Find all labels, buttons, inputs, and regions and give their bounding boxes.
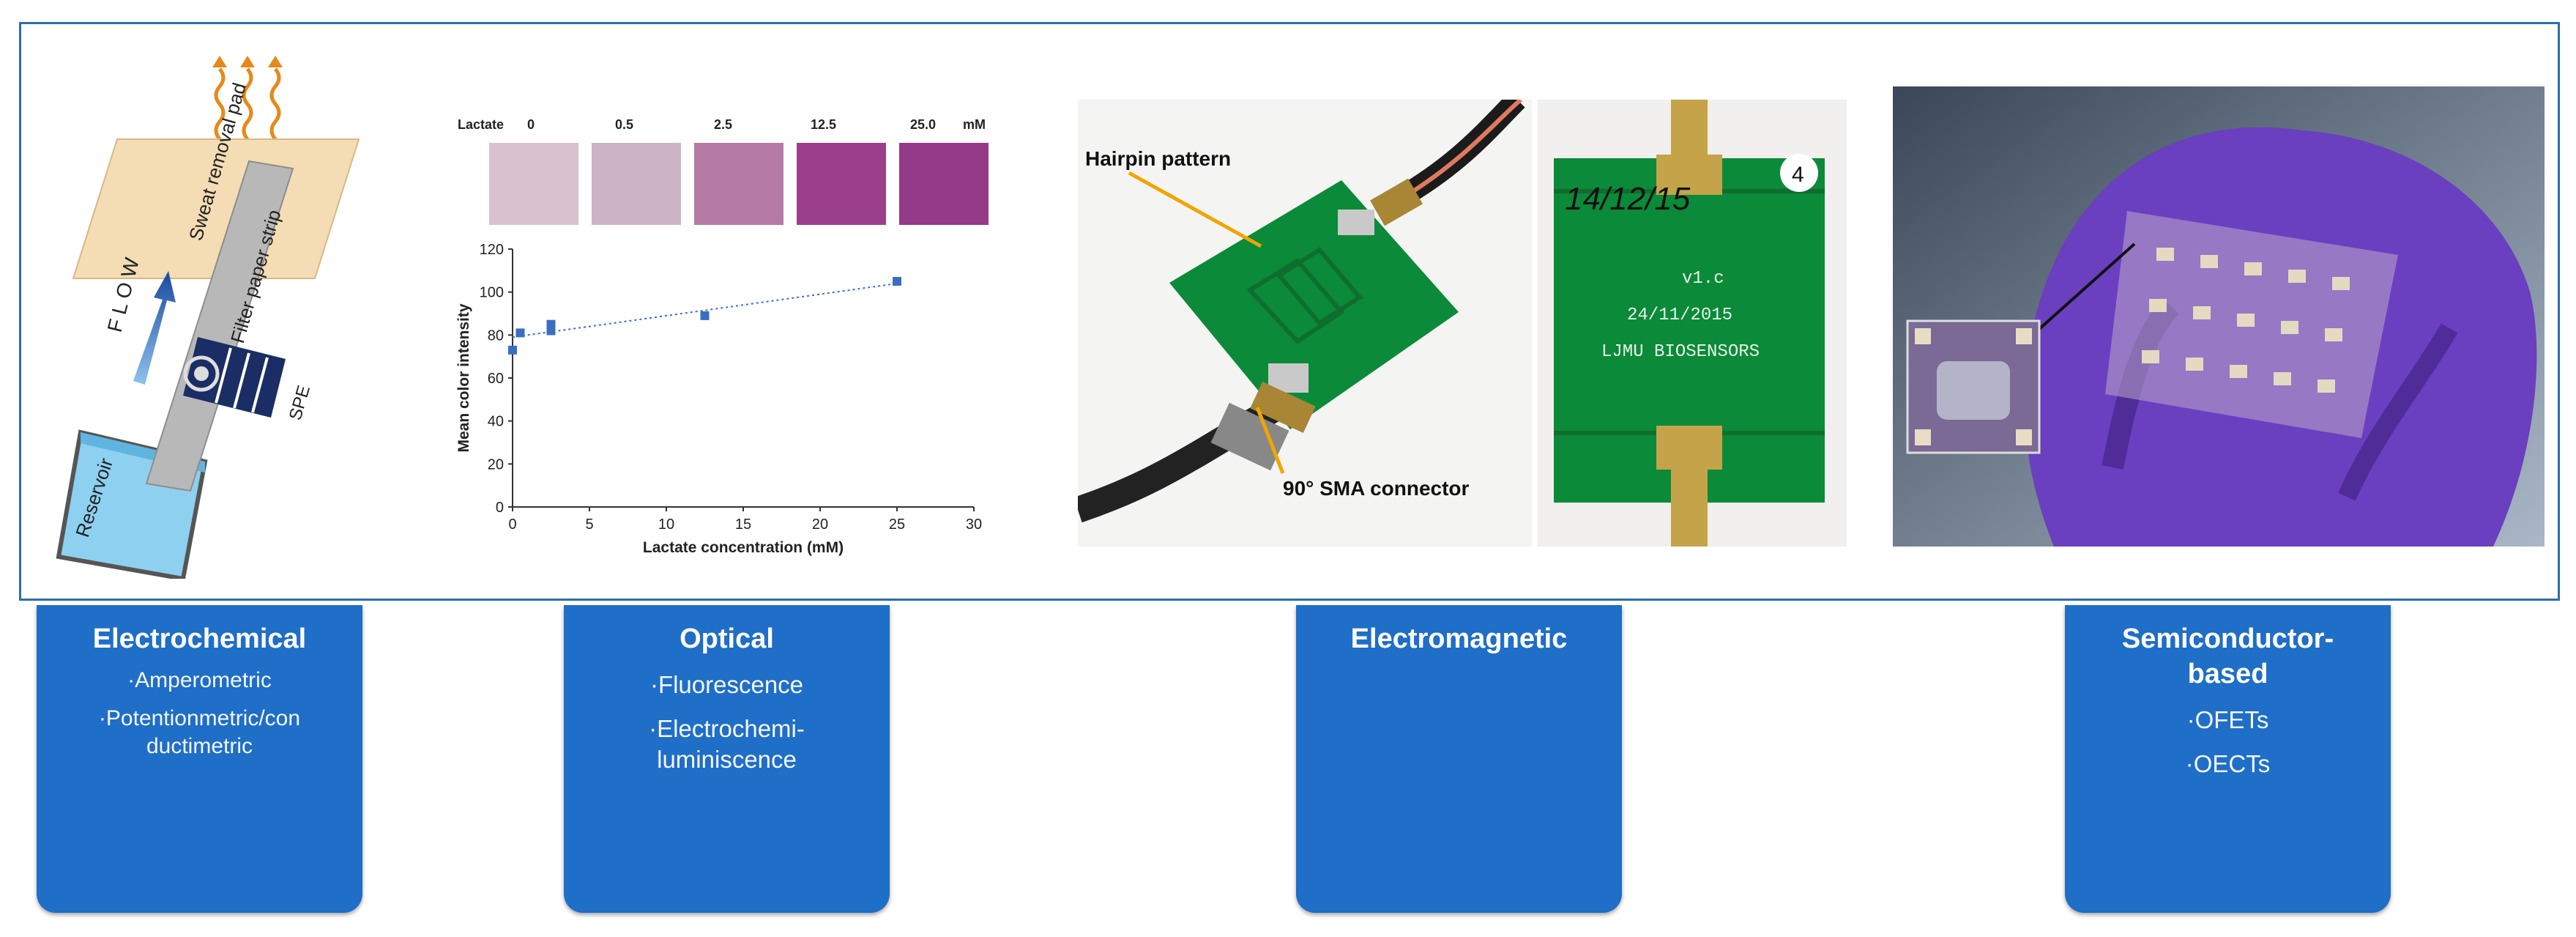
swatch-header: Lactate 0 0.5 2.5 12.5 25.0 mM (458, 117, 986, 139)
category-item: ·Fluorescence (649, 671, 804, 698)
pcb-board-left (1169, 180, 1459, 429)
x-tick-label: 15 (735, 516, 751, 533)
board-handwritten-date: 14/12/15 (1565, 181, 1691, 217)
category-semiconductor: Semiconductor- based ·OFETs ·OECTs (2065, 605, 2391, 913)
y-tick-label: 20 (488, 456, 504, 473)
semiconductor-device-photo (1893, 86, 2545, 547)
category-electromagnetic: Electromagnetic (1296, 605, 1622, 913)
color-swatch (797, 143, 886, 225)
swatch-conc-4: 25.0 (910, 117, 937, 132)
data-point (700, 311, 710, 320)
lactate-chart-panel: Lactate 0 0.5 2.5 12.5 25.0 mM 0 20 40 60 80… (439, 110, 996, 564)
filter-paper-strip (145, 160, 294, 492)
board-number: 4 (1792, 163, 1804, 187)
x-tick-label: 10 (658, 516, 674, 533)
category-title: Semiconductor- based (2121, 623, 2334, 689)
hairpin-pattern-label: Hairpin pattern (1085, 147, 1231, 170)
evaporation-arrows (214, 67, 281, 141)
spe-label: SPE (286, 383, 314, 423)
y-tick-label: 40 (488, 414, 504, 430)
swatch-conc-2: 2.5 (714, 117, 733, 132)
x-axis-label: Lactate concentration (mM) (643, 539, 844, 556)
y-tick-label: 80 (488, 327, 504, 344)
trendline (512, 282, 898, 338)
board-name: LJMU BIOSENSORS (1601, 342, 1760, 362)
category-item: ·OECTs (2185, 750, 2271, 777)
board-date: 24/11/2015 (1627, 305, 1732, 325)
x-tick-label: 30 (966, 516, 982, 533)
y-axis-label: Mean color intensity (455, 303, 472, 452)
color-swatch (489, 143, 578, 225)
swatch-conc-1: 0.5 (615, 117, 634, 132)
category-item: ·Potentionmetric/con ductimetric (98, 706, 301, 758)
category-optical: Optical ·Fluorescence ·Electrochemi- lum… (564, 605, 890, 913)
paper-strip-schematic: F L O W Sweat removal pad Filter paper s… (51, 51, 395, 582)
category-title: Optical (680, 623, 774, 654)
swatch-unit: mM (963, 117, 986, 132)
glove-photo (1893, 86, 2545, 547)
y-tick-label: 120 (480, 242, 504, 258)
category-title: Electrochemical (92, 623, 307, 654)
schematic-drawing: F L O W Sweat removal pad Filter paper s… (56, 56, 360, 582)
electromagnetic-sensor-photo: Hairpin pattern 90° SMA connector 4 14/1… (1078, 100, 1847, 547)
figure-frame (19, 22, 2560, 601)
color-swatch (899, 143, 989, 225)
data-point (508, 345, 517, 355)
x-tick-label: 20 (812, 516, 828, 533)
board-version: v1.c (1682, 269, 1724, 289)
spe-electrode (183, 337, 286, 418)
color-swatch (592, 143, 681, 225)
category-item: ·OFETs (2186, 706, 2269, 733)
x-tick-label: 25 (889, 516, 905, 533)
pcb-photo: Hairpin pattern 90° SMA connector 4 14/1… (1078, 100, 1847, 547)
swatch-label: Lactate (458, 117, 505, 132)
data-point (546, 319, 556, 329)
color-swatch (694, 143, 783, 225)
x-tick-label: 0 (508, 516, 516, 533)
data-point (515, 328, 525, 338)
flow-arrow (133, 271, 176, 385)
category-electrochemical: Electrochemical ·Amperometric ·Potention… (37, 605, 362, 913)
y-tick-label: 0 (496, 500, 504, 516)
y-tick-label: 100 (480, 285, 504, 301)
category-title: Electromagnetic (1350, 623, 1568, 654)
swatch-conc-0: 0 (527, 117, 535, 132)
category-item: ·Amperometric (127, 668, 272, 692)
x-tick-label: 5 (585, 516, 593, 533)
device-array (2142, 248, 2350, 393)
data-point (893, 277, 901, 286)
swatch-conc-3: 12.5 (811, 117, 837, 132)
y-tick-label: 60 (488, 371, 504, 387)
category-item: ·Electrochemi- luminiscence (649, 715, 805, 773)
sma-connector-label: 90° SMA connector (1283, 477, 1470, 500)
